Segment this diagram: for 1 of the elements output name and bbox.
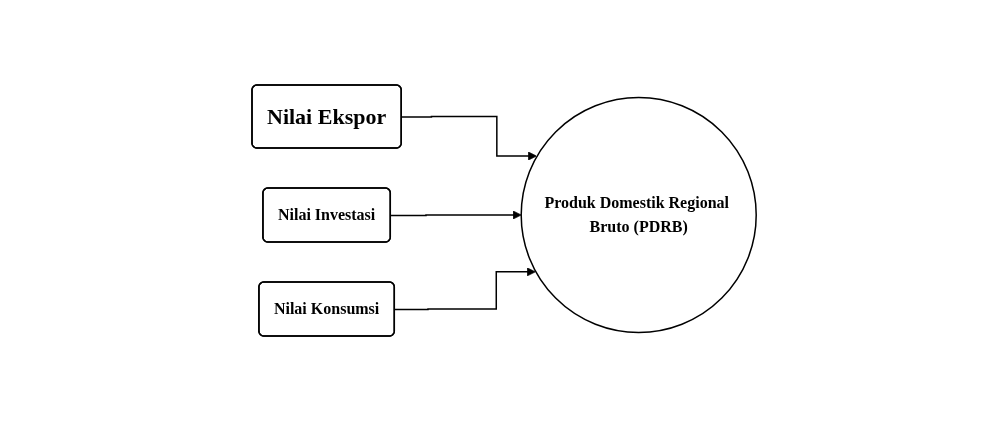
node-circle: Produk Domestik Regional Bruto (PDRB): [520, 96, 757, 334]
